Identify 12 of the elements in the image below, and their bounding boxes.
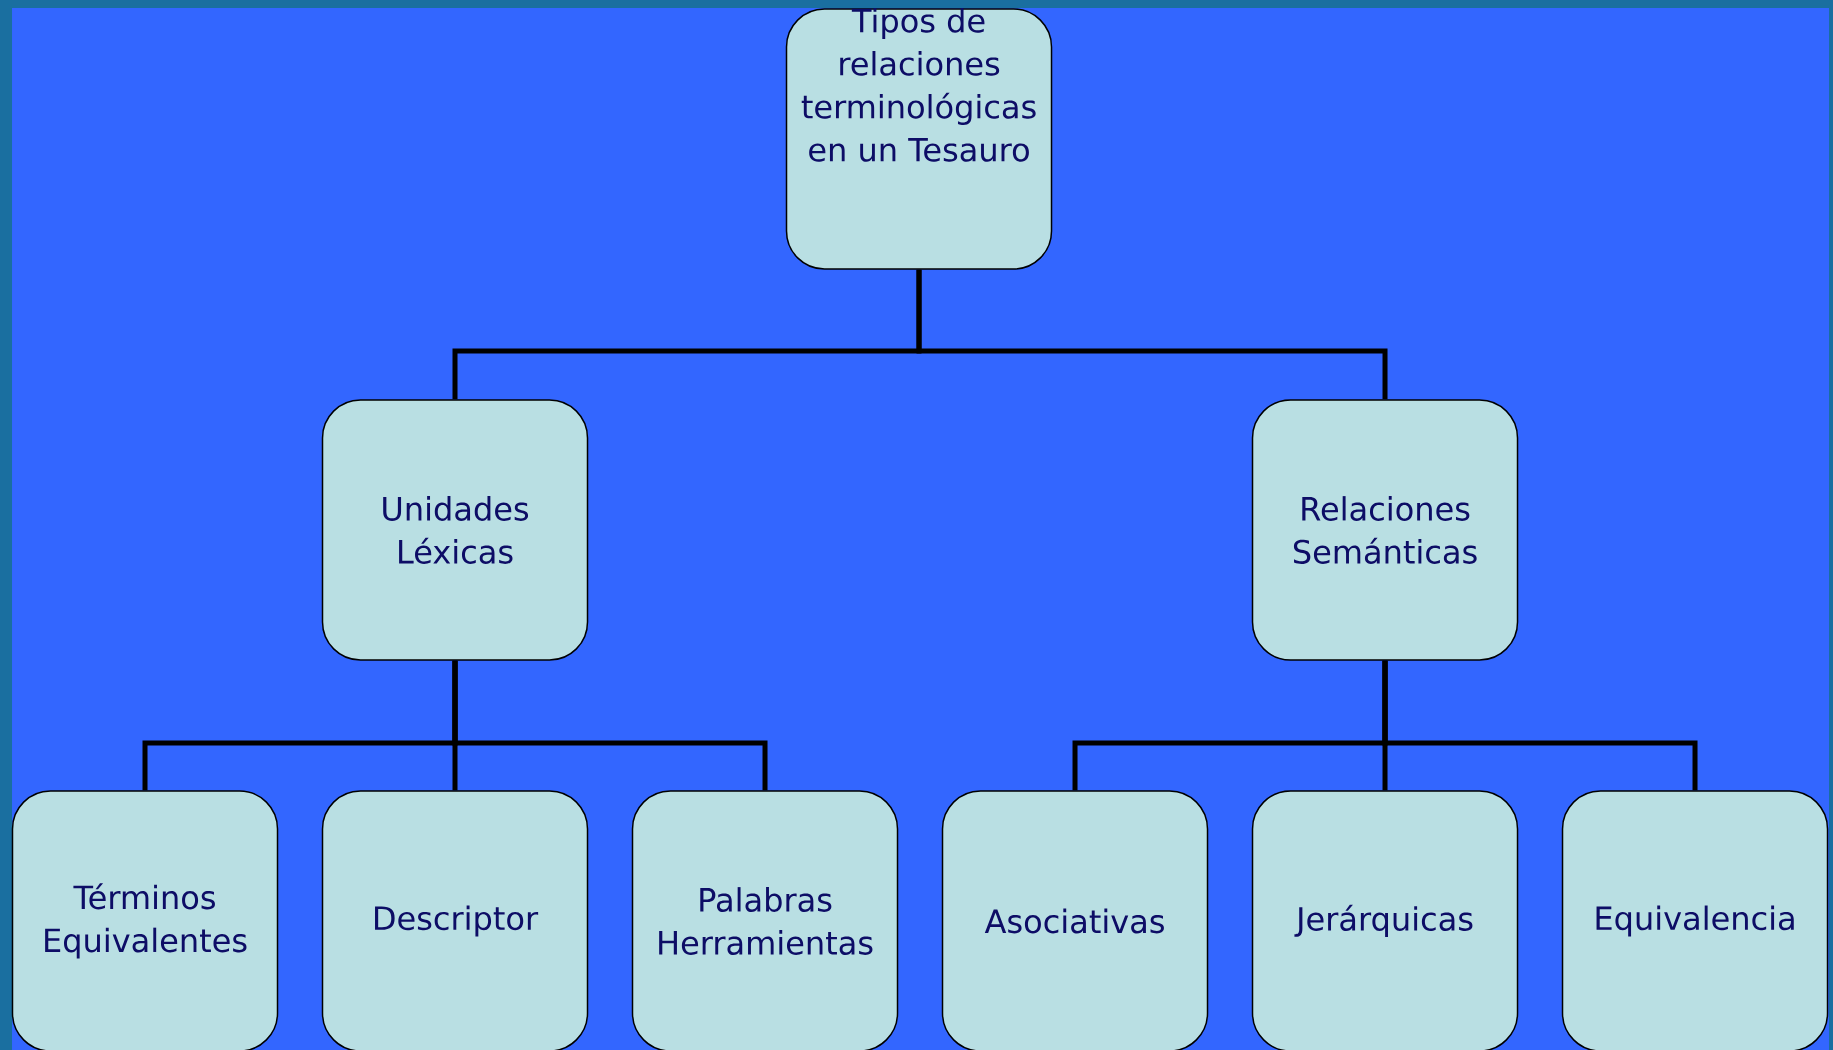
tree-box: Unidades Léxicas <box>321 399 589 661</box>
tree-box: Descriptor <box>321 790 589 1050</box>
connector-line <box>916 269 1388 400</box>
tree-box: Palabras Herramientas <box>631 790 899 1050</box>
tree-box: Equivalencia <box>1561 790 1829 1050</box>
tree-box: Asociativas <box>941 790 1209 1050</box>
connector-line <box>1382 660 1698 791</box>
tree-box: Términos Equivalentes <box>11 790 279 1050</box>
tree-box: Tipos de relaciones terminológicas en un Tesauro <box>785 8 1053 270</box>
tree-box: Relaciones Semánticas <box>1251 399 1519 661</box>
tree-box: Jerárquicas <box>1251 790 1519 1050</box>
connector-line <box>452 660 768 791</box>
